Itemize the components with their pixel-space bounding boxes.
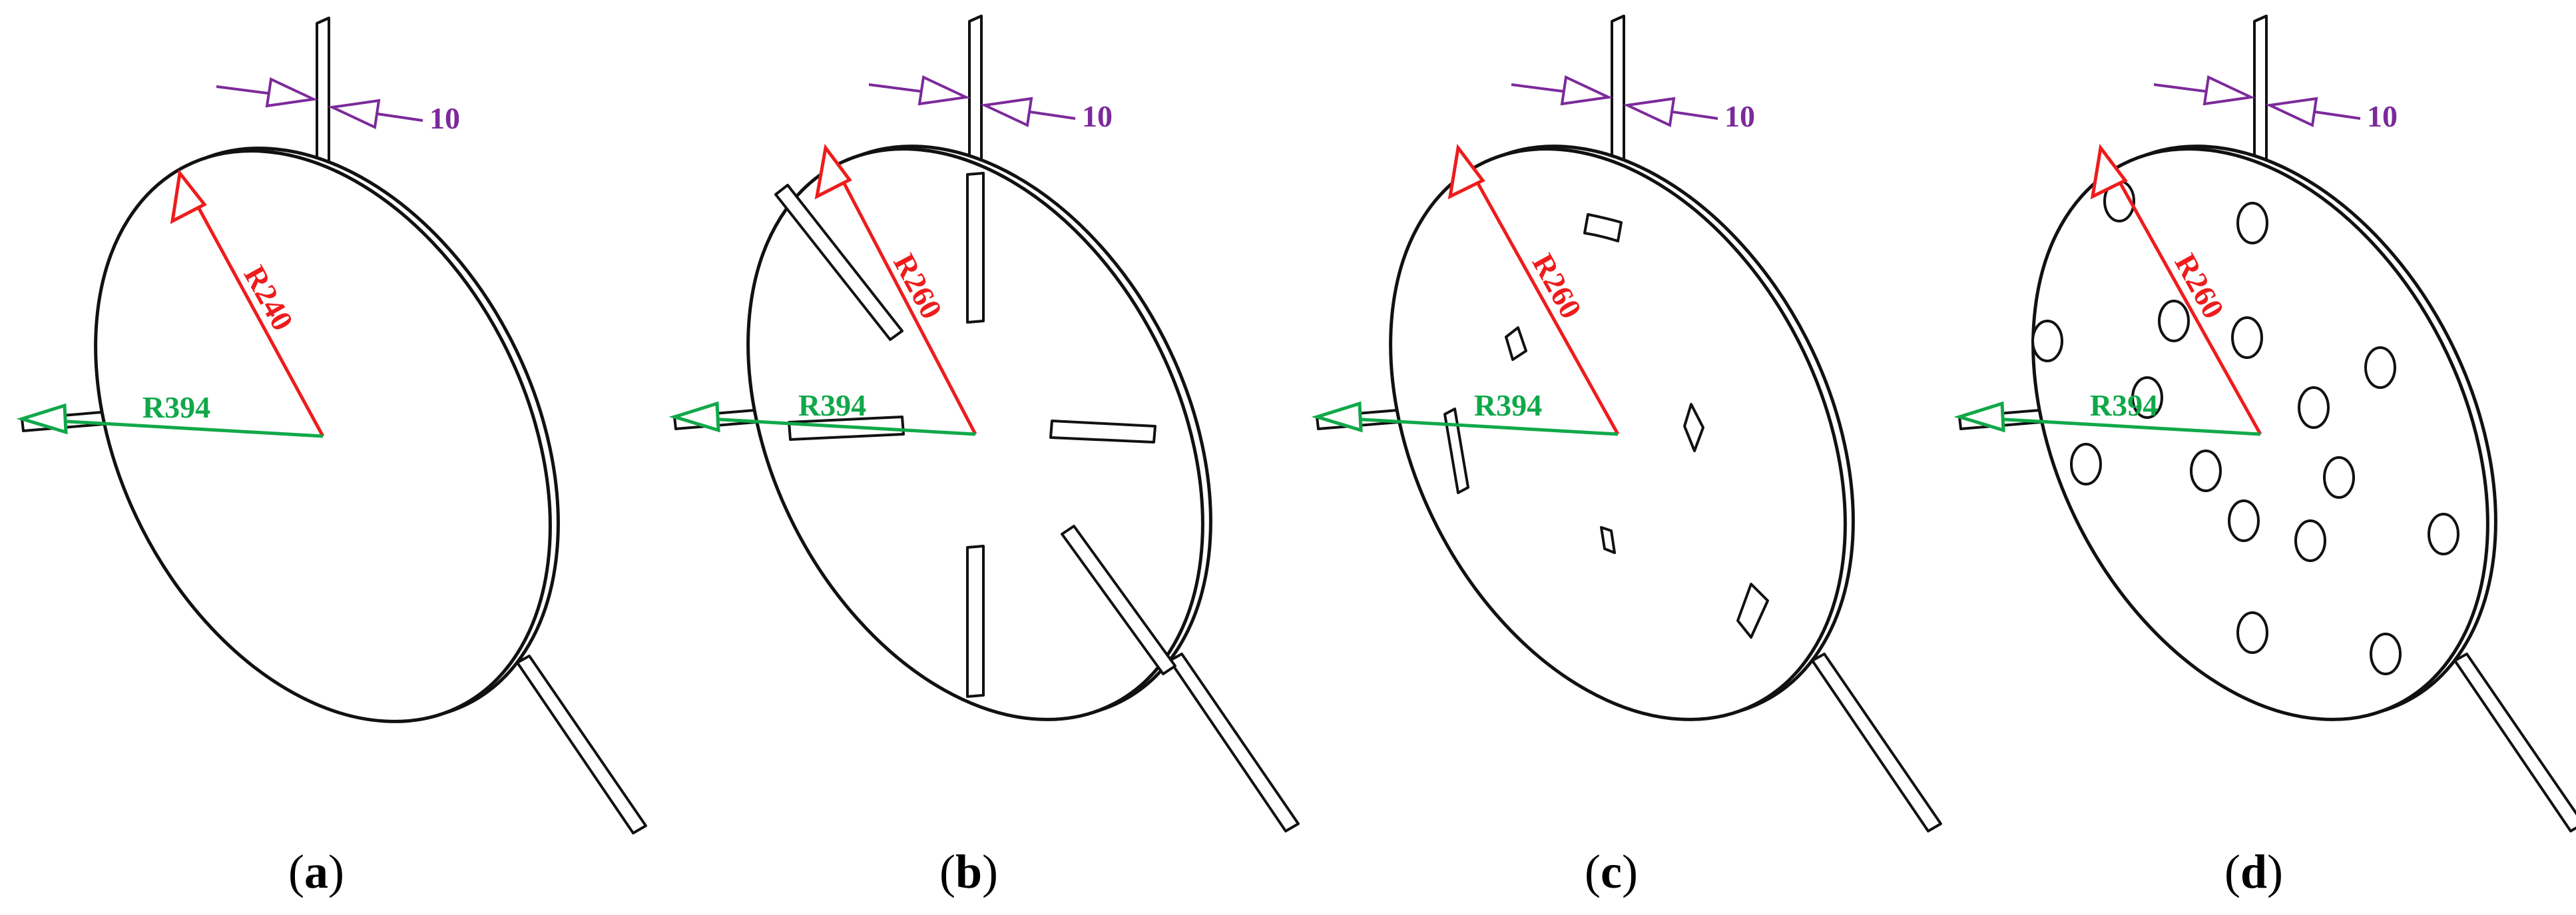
thickness-label: 10 [2367, 99, 2398, 133]
svg-text:(c): (c) [1585, 845, 1638, 898]
svg-text:(d): (d) [2224, 845, 2283, 898]
circular-holes [2031, 180, 2459, 675]
caption-a-letter: a [304, 845, 328, 898]
thickness-label: 10 [1724, 99, 1755, 133]
thickness-label: 10 [1082, 99, 1113, 133]
outer-radius-label: R394 [2090, 388, 2158, 422]
caption-a: (a) [288, 845, 344, 898]
caption-d-letter: d [2240, 845, 2267, 898]
thickness-label: 10 [429, 101, 460, 135]
caption-d: (d) [2224, 845, 2283, 898]
thickness-dimension: 10 [1511, 75, 1755, 133]
caption-b: (b) [939, 845, 998, 898]
baffle-plate [1942, 16, 2576, 831]
svg-text:(b): (b) [939, 845, 998, 898]
baffle-plate [1300, 16, 1945, 831]
panel-b: 10 R260 R394 [657, 16, 1302, 831]
baffle-plate [657, 16, 1302, 831]
outer-radius-label: R394 [142, 390, 210, 424]
panel-a: 10 R240 R394 [5, 18, 650, 833]
panel-d: 10 R260 R394 [1942, 16, 2576, 831]
caption-c: (c) [1585, 845, 1638, 898]
outer-radius-dimension: R394 [1311, 388, 1619, 436]
outer-radius-label: R394 [1474, 388, 1542, 422]
outer-radius-label: R394 [798, 388, 866, 422]
outer-radius-dimension: R394 [16, 390, 324, 438]
svg-text:(a): (a) [288, 845, 344, 898]
baffle-plate [5, 18, 650, 833]
panel-c: 10 R260 R394 [1300, 16, 1945, 831]
curved-slots [1443, 213, 1769, 639]
outer-radius-dimension: R394 [1953, 388, 2261, 436]
thickness-dimension: 10 [2153, 75, 2398, 133]
thickness-dimension: 10 [868, 75, 1113, 133]
thickness-dimension: 10 [216, 77, 460, 135]
caption-c-letter: c [1601, 845, 1622, 898]
caption-b-letter: b [955, 845, 982, 898]
outer-radius-dimension: R394 [668, 388, 976, 436]
